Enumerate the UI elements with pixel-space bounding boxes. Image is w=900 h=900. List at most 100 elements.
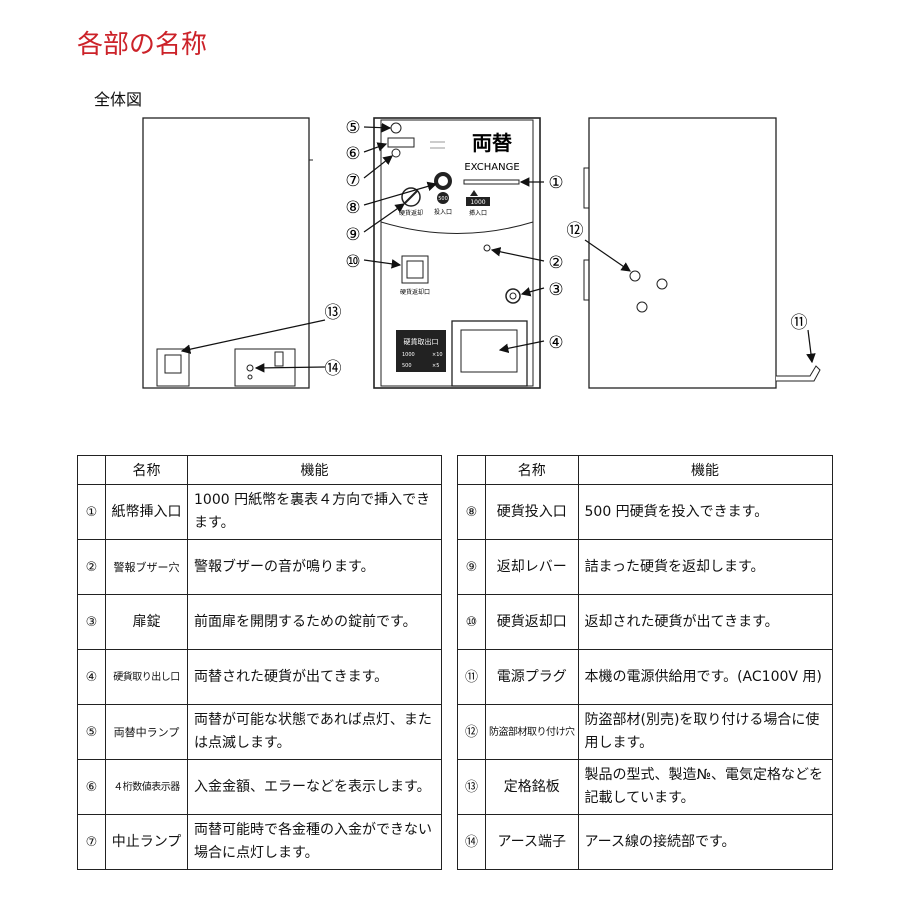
leader-lines: [180, 122, 816, 373]
coin-return-label: 硬貨返却口: [400, 288, 430, 296]
outlet-instruction-box: [396, 330, 446, 372]
row-name: アース端子: [485, 814, 579, 870]
bill-inlet-label: 挿入口: [469, 209, 487, 217]
row-number: ③: [77, 594, 106, 650]
row-number: ⑩: [457, 594, 486, 650]
bill-slot: [463, 179, 520, 185]
page-title: 各部の名称: [77, 30, 208, 60]
row-number: ⑪: [457, 649, 486, 705]
outlet-rule-2-to: ×5: [432, 363, 439, 369]
callout-3: ③: [548, 280, 563, 300]
callout-2: ②: [548, 253, 563, 273]
row-number: ⑤: [77, 704, 106, 760]
callout-6: ⑥: [345, 144, 360, 164]
table-row: ① 紙幣挿入口 1000 円紙幣を裏表４方向で挿入できます。: [77, 484, 442, 540]
stop-lamp: [391, 148, 401, 158]
bill-badge-label: 1000: [470, 199, 485, 206]
row-name: 硬貨投入口: [485, 484, 579, 540]
row-number: ⑨: [457, 539, 486, 595]
table-row: ⑦ 中止ランプ 両替可能時で各金種の入金ができない場合に点灯します。: [77, 814, 442, 870]
table-row: ⑨ 返却レバー 詰まった硬貨を返却します。: [457, 539, 833, 595]
table-row: ⑤ 両替中ランプ 両替が可能な状態であれば点灯、または点滅します。: [77, 704, 442, 760]
row-description: 入金金額、エラーなどを表示します。: [187, 759, 442, 815]
callout-7: ⑦: [345, 171, 360, 191]
row-number: ⑥: [77, 759, 106, 815]
row-name: 定格銘板: [485, 759, 579, 815]
row-number: ⑫: [457, 704, 486, 760]
overall-diagram: 両替 EXCHANGE 1000 挿入口 500 投入口 硬貨返却 硬貨返却口 …: [142, 117, 821, 389]
table-row: ④ 硬貨取り出し口 両替された硬貨が出てきます。: [77, 649, 442, 705]
row-description: 製品の型式、製造№、電気定格などを記載しています。: [577, 759, 833, 815]
outlet-rule-1-to: ×10: [432, 352, 443, 358]
row-number: ①: [77, 484, 106, 540]
row-description: 警報ブザーの音が鳴ります。: [187, 539, 442, 595]
row-name: ４桁数値表示器: [105, 759, 188, 815]
coin-return: [401, 255, 429, 284]
coin-badge-label: 500: [438, 196, 448, 202]
row-number: ⑦: [77, 814, 106, 870]
anti-theft-hole: [656, 278, 668, 290]
row-name: 警報ブザー穴: [105, 539, 188, 595]
header-name: 名称: [105, 455, 188, 485]
row-description: 前面扉を開閉するための錠前です。: [187, 594, 442, 650]
outlet-box-title: 硬貨取出口: [404, 337, 439, 346]
header-name: 名称: [485, 455, 579, 485]
row-name: 防盗部材取り付け穴: [485, 704, 579, 760]
header-function: 機能: [187, 455, 442, 485]
row-name: 紙幣挿入口: [105, 484, 188, 540]
coin-inlet-label: 投入口: [434, 208, 452, 216]
header-function: 機能: [577, 455, 833, 485]
row-number: ②: [77, 539, 106, 595]
table-row: ⑬ 定格銘板 製品の型式、製造№、電気定格などを記載しています。: [457, 759, 833, 815]
row-name: 電源プラグ: [485, 649, 579, 705]
bill-badge: [466, 197, 490, 206]
callout-12: ⑫: [567, 221, 584, 241]
parts-table-left: 名称 機能 ① 紙幣挿入口 1000 円紙幣を裏表４方向で挿入できます。 ② 警…: [77, 455, 442, 870]
row-number: ⑬: [457, 759, 486, 815]
row-description: 1000 円紙幣を裏表４方向で挿入できます。: [187, 484, 442, 540]
parts-table-right: 名称 機能 ⑧ 硬貨投入口 500 円硬貨を投入できます。 ⑨ 返却レバー 詰ま…: [457, 455, 833, 870]
row-name: 中止ランプ: [105, 814, 188, 870]
row-description: 500 円硬貨を投入できます。: [577, 484, 833, 540]
table-row: ③ 扉錠 前面扉を開閉するための錠前です。: [77, 594, 442, 650]
row-description: 両替された硬貨が出てきます。: [187, 649, 442, 705]
row-name: 硬貨返却口: [485, 594, 579, 650]
back-view: [142, 117, 313, 389]
door-lock: [505, 288, 521, 304]
callout-5: ⑤: [345, 118, 360, 138]
row-description: 防盗部材(別売)を取り付ける場合に使用します。: [577, 704, 833, 760]
row-name: 返却レバー: [485, 539, 579, 595]
table-row: ⑥ ４桁数値表示器 入金金額、エラーなどを表示します。: [77, 759, 442, 815]
row-name: 両替中ランプ: [105, 704, 188, 760]
table-row: ⑫ 防盗部材取り付け穴 防盗部材(別売)を取り付ける場合に使用します。: [457, 704, 833, 760]
row-number: ⑧: [457, 484, 486, 540]
section-subtitle: 全体図: [94, 90, 143, 109]
callout-13: ⑬: [325, 303, 342, 323]
callout-11: ⑪: [791, 313, 808, 333]
coin-outlet: [451, 320, 528, 387]
row-description: 詰まった硬貨を返却します。: [577, 539, 833, 595]
power-plug: [776, 365, 821, 382]
callout-4: ④: [548, 333, 563, 353]
side-view: [583, 117, 821, 389]
table-row: ⑧ 硬貨投入口 500 円硬貨を投入できます。: [457, 484, 833, 540]
anti-theft-hole: [629, 270, 641, 282]
return-lever-label: 硬貨返却: [399, 209, 423, 217]
digital-display: [387, 137, 415, 148]
header-blank: [457, 455, 486, 485]
header-blank: [77, 455, 106, 485]
front-view: 両替 EXCHANGE 1000 挿入口 500 投入口 硬貨返却 硬貨返却口 …: [373, 117, 541, 389]
buzzer-hole: [483, 244, 491, 252]
row-name: 硬貨取り出し口: [105, 649, 188, 705]
row-description: 両替可能時で各金種の入金ができない場合に点灯します。: [187, 814, 442, 870]
outlet-rule-2-from: 500: [402, 363, 412, 369]
row-description: アース線の接続部です。: [577, 814, 833, 870]
row-description: 返却された硬貨が出てきます。: [577, 594, 833, 650]
row-description: 両替が可能な状態であれば点灯、または点滅します。: [187, 704, 442, 760]
callout-1: ①: [548, 173, 563, 193]
coin-badge: [437, 192, 449, 204]
brand-subtitle: EXCHANGE: [464, 162, 519, 173]
callout-14: ⑭: [325, 359, 342, 379]
anti-theft-hole: [636, 301, 648, 313]
row-name: 扉錠: [105, 594, 188, 650]
